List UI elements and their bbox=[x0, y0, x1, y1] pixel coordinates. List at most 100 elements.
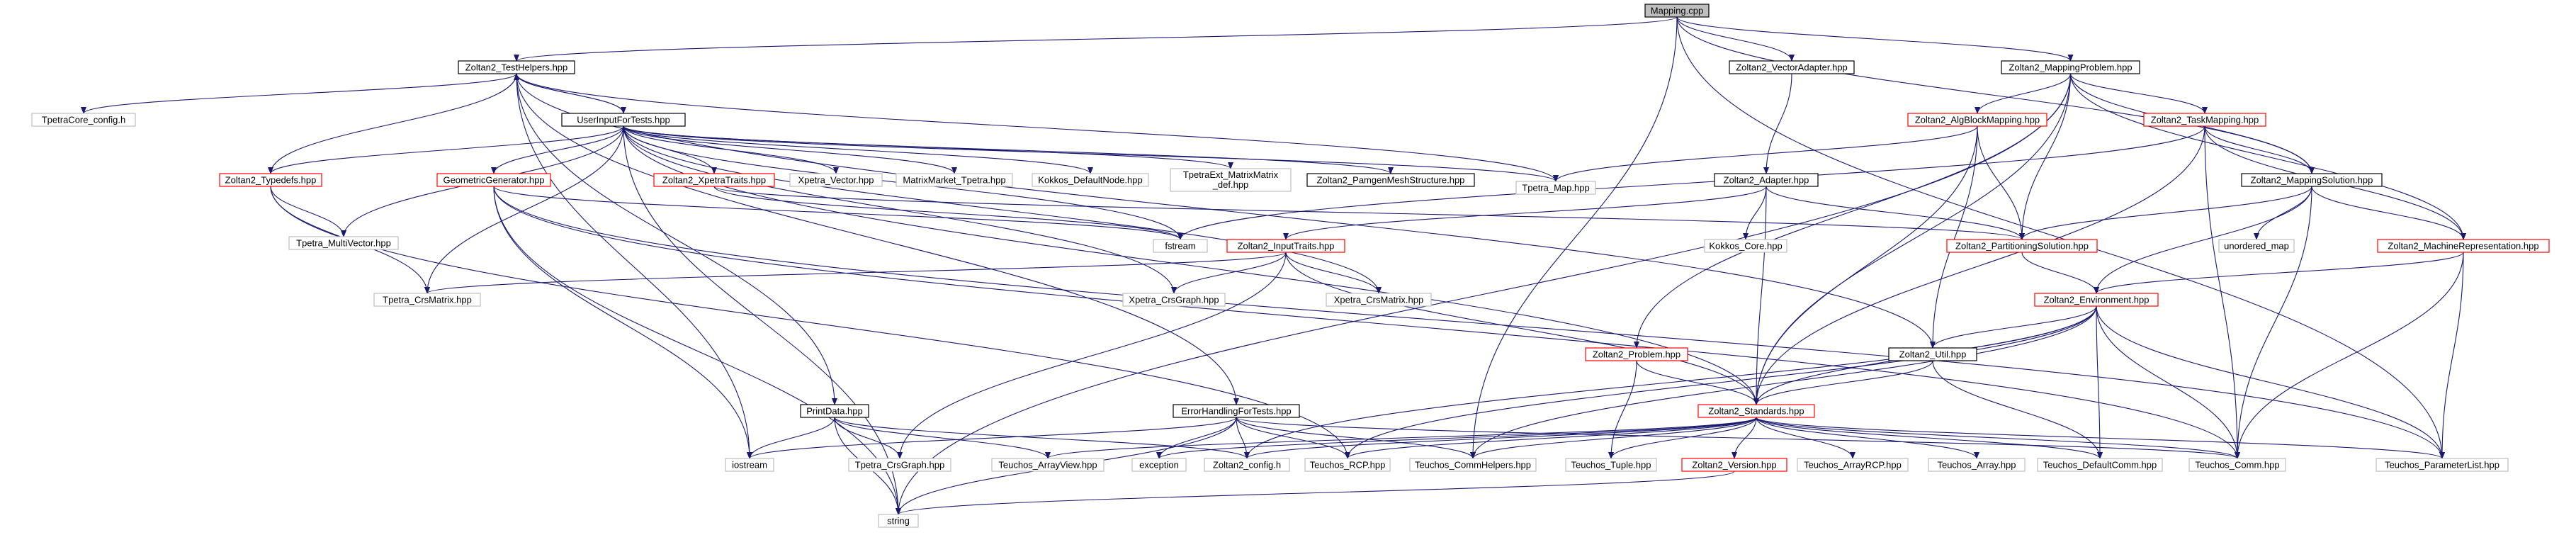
node-tpetraext-l1[interactable]: TpetraExt_MatrixMatrix_def.hpp bbox=[1170, 168, 1292, 192]
node-standards[interactable]: Zoltan2_Standards.hpp bbox=[1697, 404, 1815, 418]
node-xpetra-crsmatrix[interactable]: Xpetra_CrsMatrix.hpp bbox=[1326, 293, 1432, 307]
node-box bbox=[1306, 173, 1475, 187]
node-typedefs[interactable]: Zoltan2_Typedefs.hpp bbox=[219, 173, 322, 187]
edge-mapping-cpp-to-vector-adapter bbox=[1676, 16, 1795, 62]
node-tpetracore-config[interactable]: TpetraCore_config.h bbox=[31, 113, 136, 127]
edge-user-input-to-matrixmarket bbox=[623, 125, 957, 174]
edge-mapping-cpp-to-mapping-solution bbox=[1676, 16, 2315, 174]
node-machine-rep[interactable]: Zoltan2_MachineRepresentation.hpp bbox=[2377, 239, 2550, 253]
node-mapping-cpp[interactable]: Mapping.cpp bbox=[1644, 4, 1710, 18]
node-environment[interactable]: Zoltan2_Environment.hpp bbox=[2034, 293, 2159, 307]
node-xpetra-crsgraph[interactable]: Xpetra_CrsGraph.hpp bbox=[1122, 293, 1226, 307]
node-test-helpers[interactable]: Zoltan2_TestHelpers.hpp bbox=[458, 60, 575, 74]
node-input-traits[interactable]: Zoltan2_InputTraits.hpp bbox=[1226, 239, 1345, 253]
edge-printdata-to-tpetra-crsgraph bbox=[834, 417, 903, 459]
node-teuchos-arrayrcp[interactable]: Teuchos_ArrayRCP.hpp bbox=[1797, 458, 1909, 472]
edge-user-input-to-kokkos-default bbox=[623, 125, 1093, 174]
node-teuchos-parameterlist[interactable]: Teuchos_ParameterList.hpp bbox=[2376, 458, 2509, 472]
node-tpetra-crsgraph[interactable]: Tpetra_CrsGraph.hpp bbox=[848, 458, 951, 472]
node-problem[interactable]: Zoltan2_Problem.hpp bbox=[1585, 347, 1688, 361]
node-task-mapping[interactable]: Zoltan2_TaskMapping.hpp bbox=[2143, 113, 2266, 127]
node-label: Zoltan2_Environment.hpp bbox=[2044, 295, 2150, 305]
node-partitioning-solution[interactable]: Zoltan2_PartitioningSolution.hpp bbox=[1946, 239, 2098, 253]
node-alg-block[interactable]: Zoltan2_AlgBlockMapping.hpp bbox=[1907, 113, 2047, 127]
node-printdata[interactable]: PrintData.hpp bbox=[800, 404, 869, 418]
node-box bbox=[1704, 239, 1787, 253]
node-label: Xpetra_Vector.hpp bbox=[798, 175, 874, 186]
node-unordered-map[interactable]: unordered_map bbox=[2218, 239, 2295, 253]
node-mapping-solution[interactable]: Zoltan2_MappingSolution.hpp bbox=[2241, 173, 2383, 187]
node-zoltan2-config[interactable]: Zoltan2_config.h bbox=[1204, 458, 1290, 472]
node-label: Zoltan2_MachineRepresentation.hpp bbox=[2388, 241, 2538, 252]
edge-mapping-problem-to-partitioning-solution bbox=[2019, 73, 2072, 240]
edge-machine-rep-to-teuchos-comm bbox=[2235, 252, 2464, 459]
node-errorhandling[interactable]: ErrorHandlingForTests.hpp bbox=[1173, 404, 1300, 418]
node-box bbox=[1170, 168, 1292, 192]
node-box bbox=[1122, 293, 1226, 307]
edge-util-to-standards bbox=[1753, 360, 1933, 405]
node-xpetra-vector[interactable]: Xpetra_Vector.hpp bbox=[789, 173, 883, 187]
node-pamgen[interactable]: Zoltan2_PamgenMeshStructure.hpp bbox=[1306, 173, 1475, 187]
edge-environment-to-teuchos-defaultcomm bbox=[2096, 305, 2103, 459]
edge-typedefs-to-tpetra-multivector bbox=[270, 186, 346, 237]
edge-errorhandling-to-teuchos-rcp bbox=[1236, 417, 1350, 459]
edge-user-input-to-standards bbox=[623, 125, 1759, 405]
node-matrixmarket[interactable]: MatrixMarket_Tpetra.hpp bbox=[896, 173, 1013, 187]
node-label: Teuchos_Comm.hpp bbox=[2195, 460, 2279, 471]
edge-task-mapping-to-mapping-solution bbox=[2204, 125, 2315, 174]
edge-util-to-teuchos-defaultcomm bbox=[1932, 360, 2103, 459]
node-geometric-gen[interactable]: GeometricGenerator.hpp bbox=[436, 173, 551, 187]
node-teuchos-commhelpers[interactable]: Teuchos_CommHelpers.hpp bbox=[1409, 458, 1537, 472]
node-teuchos-arrayview[interactable]: Teuchos_ArrayView.hpp bbox=[991, 458, 1105, 472]
node-label: Teuchos_RCP.hpp bbox=[1310, 460, 1386, 471]
node-teuchos-comm[interactable]: Teuchos_Comm.hpp bbox=[2188, 458, 2286, 472]
node-teuchos-rcp[interactable]: Teuchos_RCP.hpp bbox=[1304, 458, 1391, 472]
node-iostream[interactable]: iostream bbox=[725, 458, 774, 472]
edge-adapter-to-standards bbox=[1753, 186, 1767, 405]
node-mapping-problem[interactable]: Zoltan2_MappingProblem.hpp bbox=[2001, 60, 2140, 74]
node-box bbox=[1644, 4, 1710, 18]
node-box bbox=[219, 173, 322, 187]
node-box bbox=[2001, 60, 2140, 74]
node-teuchos-tuple[interactable]: Teuchos_Tuple.hpp bbox=[1565, 458, 1657, 472]
node-istream[interactable]: fstream bbox=[1153, 239, 1208, 253]
node-tpetra-multivector[interactable]: Tpetra_MultiVector.hpp bbox=[288, 236, 399, 250]
node-adapter[interactable]: Zoltan2_Adapter.hpp bbox=[1714, 173, 1819, 187]
edge-errorhandling-to-exception bbox=[1156, 417, 1237, 459]
node-user-input[interactable]: UserInputForTests.hpp bbox=[561, 113, 686, 127]
node-label: Teuchos_ParameterList.hpp bbox=[2385, 460, 2499, 471]
node-box bbox=[896, 173, 1013, 187]
node-teuchos-defaultcomm[interactable]: Teuchos_DefaultComm.hpp bbox=[2037, 458, 2163, 472]
node-kokkos-default[interactable]: Kokkos_DefaultNode.hpp bbox=[1032, 173, 1149, 187]
edge-adapter-to-input-traits bbox=[1283, 186, 1767, 240]
node-box bbox=[1515, 181, 1596, 195]
edge-machine-rep-to-environment bbox=[2094, 252, 2464, 294]
edge-machine-rep-to-teuchos-parameterlist bbox=[2439, 252, 2464, 459]
node-teuchos-array[interactable]: Teuchos_Array.hpp bbox=[1928, 458, 2026, 472]
node-box bbox=[561, 113, 686, 127]
node-util[interactable]: Zoltan2_Util.hpp bbox=[1888, 347, 1977, 361]
edge-errorhandling-to-iostream bbox=[747, 417, 1237, 459]
edge-mapping-solution-to-machine-rep bbox=[2311, 186, 2466, 240]
node-label: Zoltan2_AlgBlockMapping.hpp bbox=[1915, 115, 2040, 125]
node-label: Zoltan2_TestHelpers.hpp bbox=[465, 62, 568, 73]
node-tpetra-map[interactable]: Tpetra_Map.hpp bbox=[1515, 181, 1596, 195]
node-box bbox=[1928, 458, 2026, 472]
node-vector-adapter[interactable]: Zoltan2_VectorAdapter.hpp bbox=[1729, 60, 1855, 74]
node-xpetra-traits[interactable]: Zoltan2_XpetraTraits.hpp bbox=[653, 173, 775, 187]
node-label: Xpetra_CrsGraph.hpp bbox=[1129, 295, 1219, 305]
edge-geometric-gen-to-iostream bbox=[493, 186, 752, 459]
edge-input-traits-to-xpetra-crsmatrix bbox=[1285, 252, 1382, 294]
node-version[interactable]: Zoltan2_Version.hpp bbox=[1681, 458, 1787, 472]
node-kokkos-core[interactable]: Kokkos_Core.hpp bbox=[1704, 239, 1787, 253]
node-tpetra-crsmatrix[interactable]: Tpetra_CrsMatrix.hpp bbox=[373, 293, 481, 307]
edge-test-helpers-to-iostream bbox=[516, 73, 752, 459]
edge-printdata-to-iostream bbox=[747, 417, 835, 459]
node-exception[interactable]: exception bbox=[1131, 458, 1187, 472]
node-label: ErrorHandlingForTests.hpp bbox=[1181, 406, 1291, 417]
edge-test-helpers-to-tpetra-map bbox=[516, 73, 1559, 182]
node-box bbox=[1204, 458, 1290, 472]
node-label: Teuchos_Tuple.hpp bbox=[1571, 460, 1651, 471]
node-string[interactable]: string bbox=[878, 514, 919, 528]
node-box bbox=[1714, 173, 1819, 187]
